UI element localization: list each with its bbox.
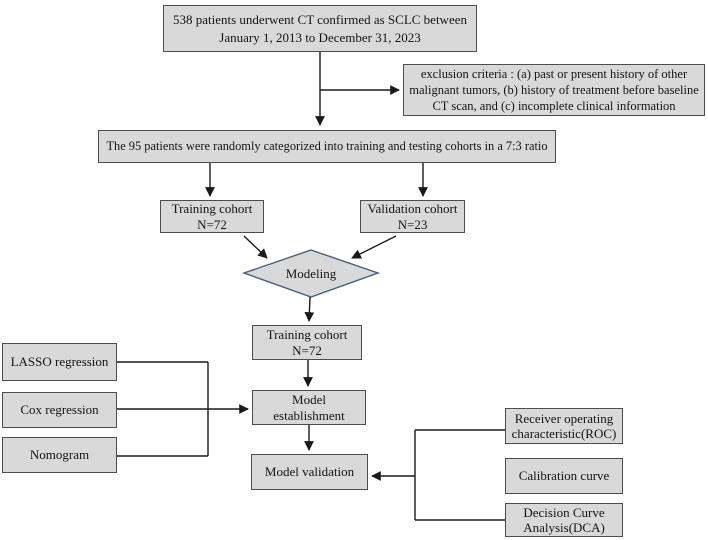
node-lasso-regression-label: LASSO regression (10, 354, 109, 370)
node-training-cohort-2: Training cohort N=72 (252, 325, 362, 360)
node-patients-538-line1: 538 patients underwent CT confirmed as S… (172, 11, 467, 27)
node-lasso-regression: LASSO regression (2, 343, 117, 381)
node-exclusion-line2: malignant tumors, (b) history of treatme… (409, 82, 699, 97)
node-roc-line2: characteristic(ROC) (511, 426, 617, 441)
node-roc: Receiver operating characteristic(ROC) (505, 408, 623, 444)
node-validation-cohort: Validation cohort N=23 (360, 200, 465, 233)
node-dca-line2: Analysis(DCA) (523, 520, 605, 535)
node-training-cohort-label: Training cohort (171, 201, 253, 216)
node-roc-line1: Receiver operating (514, 410, 614, 426)
node-model-establishment-line2: establishment (273, 407, 345, 423)
node-patients-538-line2: January 1, 2013 to December 31, 2023 (219, 29, 421, 45)
node-exclusion-line1: exclusion criteria : (a) past or present… (420, 66, 688, 81)
node-training-cohort: Training cohort N=72 (160, 200, 264, 233)
node-model-establishment: Model establishment (252, 390, 366, 425)
node-exclusion-criteria: exclusion criteria : (a) past or present… (403, 64, 705, 116)
node-modeling-label: Modeling (285, 265, 337, 281)
node-modeling: Modeling (244, 250, 378, 297)
node-nomogram-label: Nomogram (29, 447, 90, 463)
node-training-cohort-2-label: Training cohort (266, 327, 348, 342)
node-model-validation: Model validation (251, 454, 368, 490)
node-randomized-95: The 95 patients were randomly categorize… (98, 130, 556, 163)
node-randomized-95-line1: The 95 patients were randomly categorize… (106, 138, 548, 153)
node-training-cohort-2-count: N=72 (292, 342, 322, 358)
node-dca-line1: Decision Curve (523, 504, 605, 520)
node-patients-538: 538 patients underwent CT confirmed as S… (163, 5, 477, 52)
node-calibration-curve-label: Calibration curve (518, 468, 610, 484)
node-cox-regression-label: Cox regression (20, 402, 99, 418)
node-model-validation-label: Model validation (264, 464, 355, 480)
node-cox-regression: Cox regression (2, 392, 117, 428)
node-model-establishment-line1: Model (292, 392, 326, 407)
node-validation-cohort-count: N=23 (397, 216, 428, 232)
node-training-cohort-count: N=72 (197, 216, 227, 232)
node-dca: Decision Curve Analysis(DCA) (505, 503, 623, 537)
node-calibration-curve: Calibration curve (505, 458, 623, 494)
node-exclusion-line3: CT scan, and (c) incomplete clinical inf… (432, 99, 676, 114)
node-validation-cohort-label: Validation cohort (367, 201, 458, 216)
connector-modeling-to-training2 (304, 296, 315, 322)
node-nomogram: Nomogram (2, 437, 117, 473)
